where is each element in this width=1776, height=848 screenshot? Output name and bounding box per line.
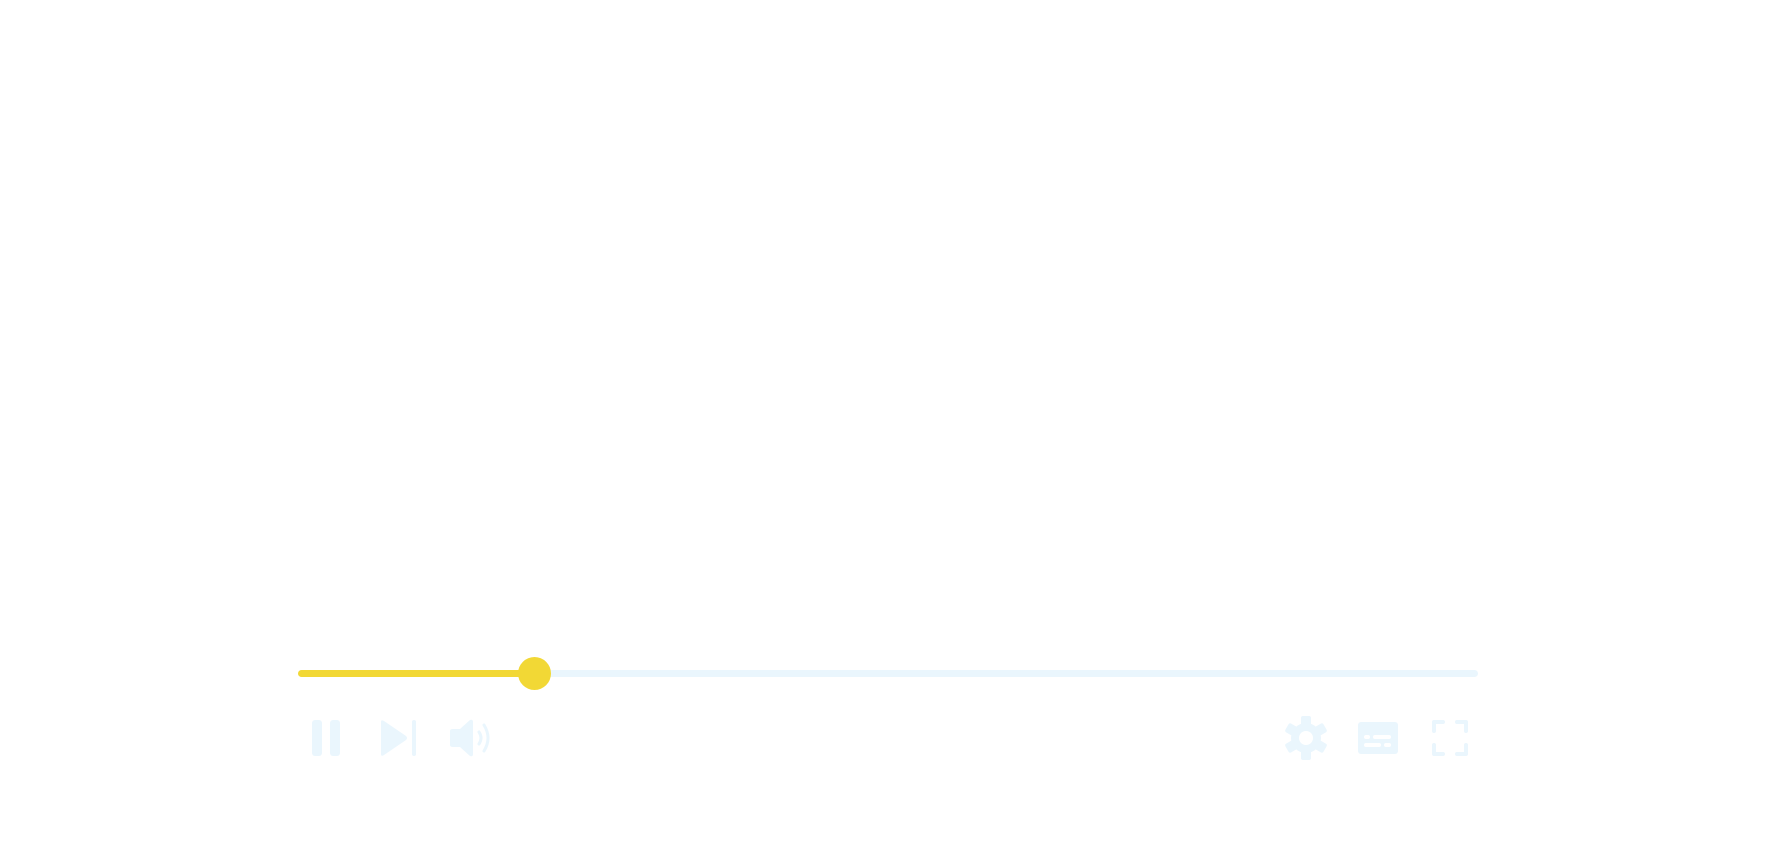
volume-button[interactable] [446, 714, 496, 762]
fullscreen-button[interactable] [1428, 714, 1472, 762]
seek-bar-progress [298, 670, 534, 677]
volume-icon [450, 719, 490, 757]
pause-button[interactable] [306, 714, 346, 762]
pause-icon [312, 720, 340, 756]
seek-bar-thumb[interactable] [518, 657, 551, 690]
next-button[interactable] [376, 714, 420, 762]
seek-bar[interactable] [298, 657, 1478, 690]
captions-icon [1358, 722, 1398, 754]
settings-gear-icon [1285, 716, 1327, 760]
settings-button[interactable] [1284, 714, 1328, 762]
fullscreen-icon [1432, 720, 1468, 756]
captions-button[interactable] [1356, 714, 1400, 762]
skip-next-icon [381, 720, 416, 756]
